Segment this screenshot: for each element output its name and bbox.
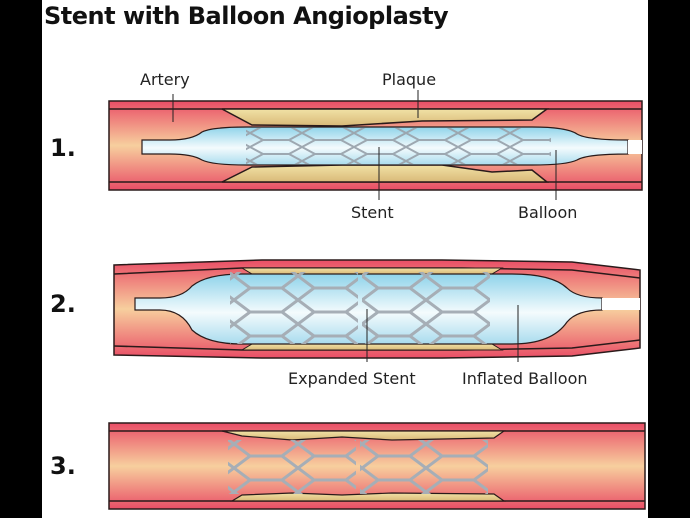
step-number-1: 1. xyxy=(50,134,76,162)
step-number-2: 2. xyxy=(50,290,76,318)
plaque-top-3 xyxy=(221,430,506,441)
step-1-illustration xyxy=(108,90,643,200)
stent-segment-a-3 xyxy=(228,440,356,494)
expanded-stent-segment-a xyxy=(230,272,358,344)
label-stent: Stent xyxy=(351,203,394,222)
label-expanded-stent: Expanded Stent xyxy=(288,369,416,388)
angioplasty-illustration xyxy=(108,90,646,510)
plaque-bottom-3 xyxy=(229,492,506,502)
plaque-top-1 xyxy=(221,108,550,127)
stent-1 xyxy=(246,128,551,164)
diagram-panel: Stent with Balloon Angioplasty 1. 2. 3. xyxy=(42,0,648,518)
expanded-stent-segment-b xyxy=(362,272,490,344)
step-number-3: 3. xyxy=(50,452,76,480)
plaque-bottom-1 xyxy=(221,164,550,183)
stent-segment-b-3 xyxy=(360,440,488,494)
step-2-illustration xyxy=(113,259,641,362)
label-balloon: Balloon xyxy=(518,203,578,222)
label-artery: Artery xyxy=(140,70,190,89)
step-3-illustration xyxy=(108,422,646,510)
diagram-title: Stent with Balloon Angioplasty xyxy=(44,2,449,30)
label-inflated-balloon: Inflated Balloon xyxy=(462,369,588,388)
label-plaque: Plaque xyxy=(382,70,437,89)
